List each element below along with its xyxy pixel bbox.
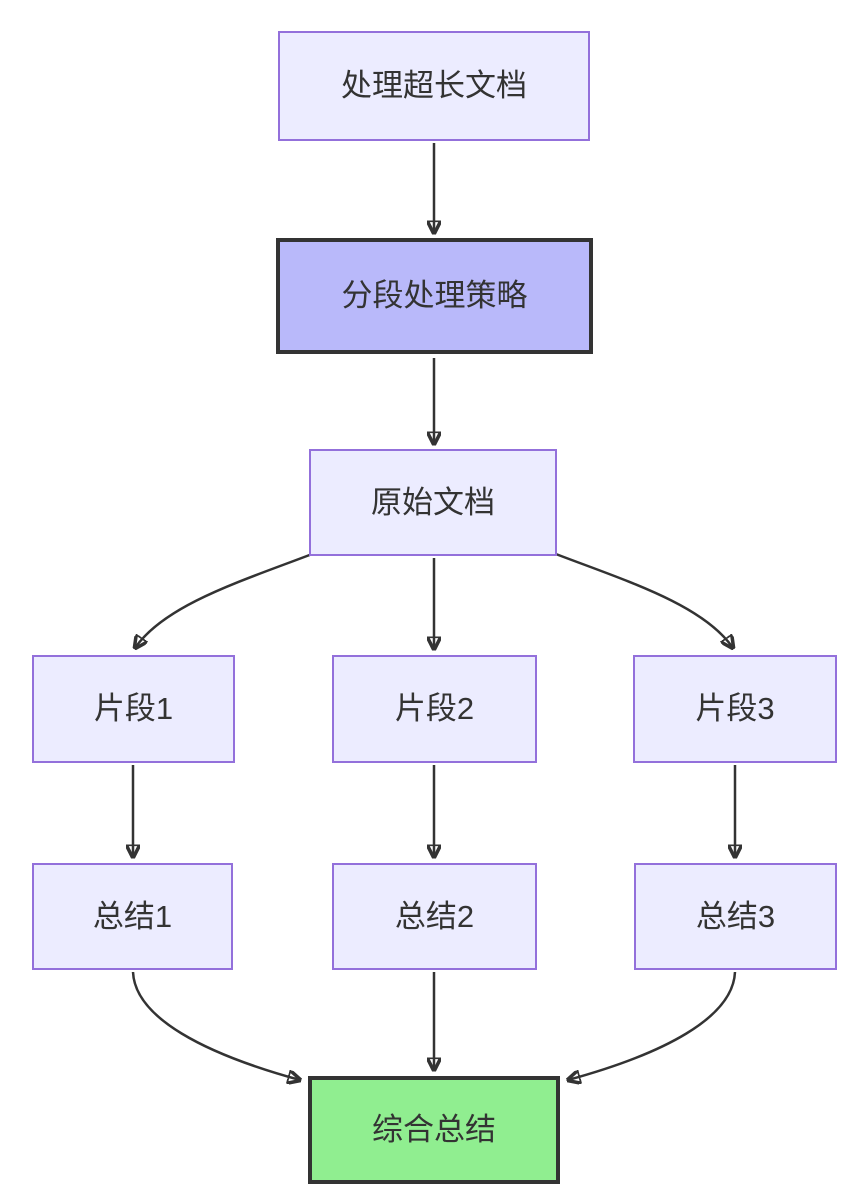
node-label: 原始文档 [371, 484, 495, 520]
edge-original-to-fragment3 [547, 549, 733, 648]
node-summary-3: 总结3 [634, 863, 837, 970]
node-final-summary: 综合总结 [308, 1076, 560, 1184]
node-label: 总结3 [695, 898, 776, 934]
node-process-long-document: 处理超长文档 [278, 31, 590, 141]
edge-original-to-fragment1 [135, 549, 321, 648]
node-label: 分段处理策略 [341, 278, 528, 314]
node-fragment-2: 片段2 [332, 655, 537, 763]
node-label: 总结1 [92, 898, 173, 934]
node-label: 处理超长文档 [341, 68, 527, 104]
node-fragment-3: 片段3 [633, 655, 837, 763]
node-label: 片段2 [394, 691, 475, 727]
node-summary-1: 总结1 [32, 863, 233, 970]
node-fragment-1: 片段1 [32, 655, 235, 763]
edge-summary3-to-final [568, 971, 737, 1080]
node-summary-2: 总结2 [332, 863, 537, 970]
edge-summary1-to-final [131, 971, 300, 1080]
node-label: 片段1 [93, 691, 174, 727]
node-label: 综合总结 [372, 1112, 496, 1148]
node-label: 总结2 [394, 898, 475, 934]
node-segmentation-strategy: 分段处理策略 [276, 238, 593, 354]
node-original-document: 原始文档 [309, 449, 557, 556]
node-label: 片段3 [695, 691, 775, 727]
